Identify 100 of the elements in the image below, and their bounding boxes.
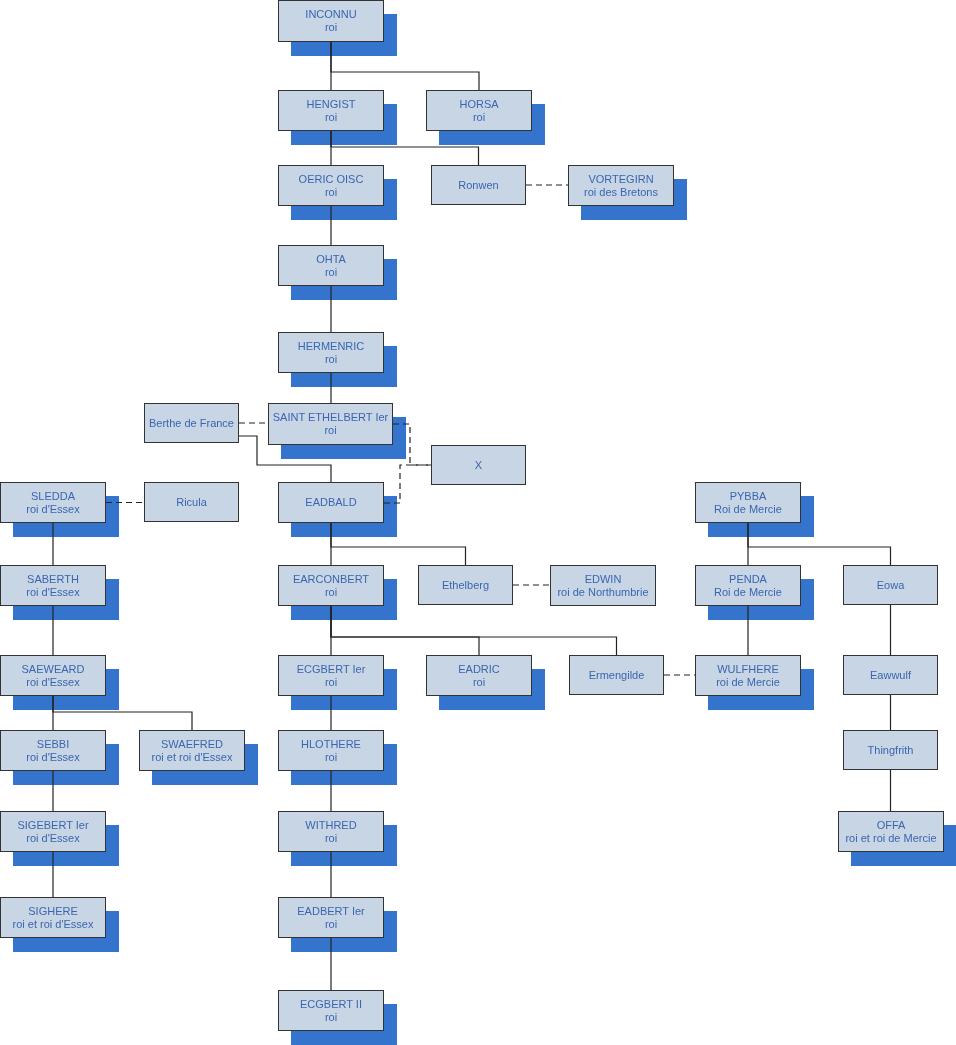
descent-line: [747, 522, 892, 566]
person-name: VORTEGIRN: [588, 172, 654, 186]
person-title: roi de Northumbrie: [557, 585, 649, 599]
person-name: Ricula: [176, 495, 207, 509]
person-name: SABERTH: [27, 572, 79, 586]
person-box: [0, 811, 106, 852]
person-box: [278, 482, 384, 523]
person-box: [431, 165, 526, 205]
descent-line: [52, 695, 193, 731]
person-name: SWAEFRED: [161, 737, 223, 751]
person-name: Berthe de France: [149, 416, 234, 430]
person-title: roi d'Essex: [26, 675, 80, 689]
person-box: [278, 655, 384, 696]
person-box: [0, 897, 106, 938]
person-title: roi d'Essex: [26, 502, 80, 516]
descent-line: [52, 770, 54, 812]
person-box: [695, 565, 801, 606]
person-name: Ronwen: [458, 178, 499, 192]
person-box: [278, 897, 384, 938]
person-box: [0, 730, 106, 771]
person-box: [0, 482, 106, 523]
person-name: SEBBI: [36, 737, 70, 751]
person-name: Ethelberg: [441, 578, 490, 592]
person-title: roi: [324, 750, 338, 764]
descent-line: [238, 435, 332, 483]
person-name: INCONNU: [305, 8, 357, 21]
person-name: Ermengilde: [588, 668, 645, 682]
descent-line: [747, 605, 749, 656]
person-name: X: [474, 458, 483, 472]
person-title: roi: [324, 424, 337, 437]
person-name: EADRIC: [458, 662, 500, 676]
person-title: roi: [324, 185, 338, 199]
person-name: OFFA: [876, 818, 906, 832]
person-box: [838, 811, 944, 852]
person-title: roi de Mercie: [716, 675, 780, 689]
descent-line: [330, 41, 480, 91]
person-box: [695, 482, 801, 523]
descent-line: [330, 937, 332, 991]
person-title: roi: [324, 675, 338, 689]
marriage-line: [525, 184, 569, 186]
person-name: EADBERT Ier: [297, 904, 365, 918]
person-box: [278, 165, 384, 206]
person-name: OERIC OISC: [298, 172, 364, 186]
person-title: roi: [324, 585, 338, 599]
person-name: ECGBERT II: [300, 997, 362, 1011]
person-box: [418, 565, 513, 605]
descent-line: [330, 205, 332, 246]
person-name: SAINT ETHELBERT Ier: [272, 411, 389, 424]
person-title: roi et roi d'Essex: [12, 917, 94, 931]
marriage-line: [383, 464, 432, 504]
person-title: roi d'Essex: [26, 750, 80, 764]
person-title: roi d'Essex: [26, 831, 80, 845]
person-box: [278, 0, 384, 42]
person-title: roi: [324, 831, 338, 845]
person-title: roi et roi d'Essex: [151, 750, 233, 764]
person-box: [268, 403, 393, 445]
person-box: [0, 655, 106, 696]
descent-line: [52, 851, 54, 898]
person-box: [278, 90, 384, 131]
person-name: Eowa: [876, 578, 905, 592]
person-name: EARCONBERT: [292, 572, 370, 586]
person-box: [426, 655, 532, 696]
person-title: roi: [324, 917, 338, 931]
descent-line: [330, 695, 332, 731]
person-box: [144, 403, 239, 443]
person-title: roi: [472, 675, 486, 689]
person-box: [278, 332, 384, 373]
person-name: ECGBERT Ier: [296, 662, 366, 676]
person-name: SLEDDA: [31, 489, 75, 503]
person-box: [278, 811, 384, 852]
person-box: [843, 655, 938, 695]
descent-line: [52, 605, 54, 656]
person-box: [569, 655, 664, 695]
person-title: roi: [472, 110, 486, 124]
person-box: [139, 730, 245, 771]
person-title: roi: [324, 21, 338, 34]
descent-line: [889, 604, 892, 656]
person-name: Eawwulf: [870, 668, 911, 682]
descent-line: [889, 694, 892, 731]
person-title: roi et roi de Mercie: [845, 831, 937, 845]
descent-line: [330, 130, 480, 166]
person-title: Roi de Mercie: [714, 502, 782, 516]
person-name: WITHRED: [305, 818, 357, 832]
descent-line: [889, 769, 892, 812]
person-box: [0, 565, 106, 606]
person-name: HORSA: [459, 97, 499, 111]
person-name: OHTA: [316, 252, 346, 266]
person-box: [278, 730, 384, 771]
person-name: SIGHERE: [28, 904, 78, 918]
descent-line: [330, 770, 332, 812]
person-name: HERMENRIC: [297, 339, 365, 353]
person-name: PYBBA: [729, 489, 767, 503]
person-name: SIGEBERT Ier: [17, 818, 89, 832]
person-title: roi des Bretons: [584, 185, 658, 199]
person-title: Roi de Mercie: [714, 585, 782, 599]
person-box: [431, 445, 526, 485]
person-title: roi: [324, 1010, 338, 1024]
descent-line: [52, 522, 54, 566]
person-name: SAEWEARD: [21, 662, 85, 676]
person-name: HLOTHERE: [301, 737, 361, 751]
